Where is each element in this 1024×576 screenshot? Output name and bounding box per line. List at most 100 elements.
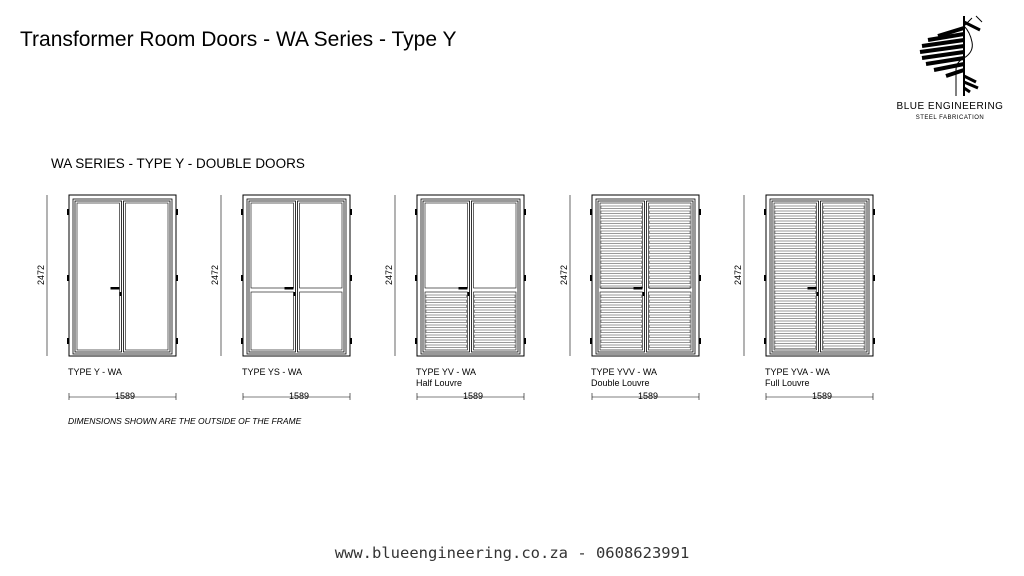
louvre-blade bbox=[774, 310, 816, 314]
louvre-blade bbox=[600, 225, 642, 229]
louvre-blade bbox=[474, 309, 516, 313]
louvre-blade bbox=[425, 299, 467, 303]
upper-panel bbox=[599, 202, 643, 289]
louvre-blade bbox=[649, 299, 691, 303]
upper-panel bbox=[424, 202, 468, 289]
hinge-icon bbox=[350, 209, 352, 215]
louvre-blade bbox=[774, 250, 816, 254]
outer-frame bbox=[416, 194, 525, 357]
door-leaf bbox=[297, 200, 345, 353]
louvre-blade bbox=[600, 319, 642, 323]
louvre-blade bbox=[823, 310, 865, 314]
door-leaf bbox=[820, 200, 868, 353]
louvre-blade bbox=[474, 329, 516, 333]
door-sub-label: Half Louvre bbox=[416, 378, 463, 388]
hinge-icon bbox=[699, 275, 701, 281]
louvre-blade bbox=[774, 340, 816, 344]
door-leaf bbox=[646, 200, 694, 353]
louvre-blade bbox=[600, 270, 642, 274]
outer-frame bbox=[591, 194, 700, 357]
louvre-blade bbox=[823, 240, 865, 244]
louvre-blade bbox=[474, 339, 516, 343]
louvre-blade bbox=[823, 330, 865, 334]
louvre-blade bbox=[474, 334, 516, 338]
page-title: Transformer Room Doors - WA Series - Typ… bbox=[20, 28, 457, 51]
door-leaf bbox=[471, 200, 519, 353]
louvre-blade bbox=[425, 339, 467, 343]
louvre-blade bbox=[600, 304, 642, 308]
louvre-blade bbox=[649, 309, 691, 313]
louvre-blade bbox=[774, 240, 816, 244]
louvre-blade bbox=[425, 294, 467, 298]
lower-panel bbox=[424, 291, 468, 351]
louvre-blade bbox=[823, 320, 865, 324]
hinge-icon bbox=[764, 209, 766, 215]
hinge-icon bbox=[67, 275, 69, 281]
louvre-blade bbox=[649, 314, 691, 318]
outer-frame bbox=[765, 194, 874, 357]
outer-frame bbox=[242, 194, 351, 357]
louvre-blade bbox=[774, 220, 816, 224]
keyhole-icon bbox=[119, 292, 122, 296]
louvre-blade bbox=[649, 255, 691, 259]
hinge-icon bbox=[176, 209, 178, 215]
height-dimension: 2472 bbox=[36, 264, 47, 286]
louvre-blade bbox=[474, 344, 516, 348]
louvre-blade bbox=[823, 205, 865, 209]
door-sub-label: Full Louvre bbox=[765, 378, 810, 388]
louvre-blade bbox=[649, 205, 691, 209]
louvre-blade bbox=[774, 320, 816, 324]
door-drawing-yvv: 2472 TYPE YVV - WA Double Louvre 1589 bbox=[559, 190, 728, 405]
louvre-blade bbox=[474, 324, 516, 328]
louvre-blade bbox=[774, 275, 816, 279]
door-leaf bbox=[771, 200, 819, 353]
louvre-blade bbox=[600, 324, 642, 328]
louvre-blade bbox=[649, 344, 691, 348]
spiral-staircase-icon bbox=[919, 15, 983, 96]
louvre-blade bbox=[649, 270, 691, 274]
height-dimension: 2472 bbox=[559, 264, 570, 286]
louvre-blade bbox=[823, 255, 865, 259]
louvre-blade bbox=[474, 304, 516, 308]
hinge-icon bbox=[67, 209, 69, 215]
hinge-icon bbox=[699, 209, 701, 215]
door-leaf bbox=[597, 200, 645, 353]
louvre-blade bbox=[823, 220, 865, 224]
door-leaf bbox=[123, 200, 171, 353]
louvre-blade bbox=[474, 319, 516, 323]
louvre-blade bbox=[600, 314, 642, 318]
door-leaf bbox=[248, 200, 296, 353]
hinge-icon bbox=[590, 275, 592, 281]
door-type-label: TYPE YVV - WA bbox=[591, 367, 658, 377]
louvre-blade bbox=[823, 275, 865, 279]
louvre-blade bbox=[600, 260, 642, 264]
lower-panel bbox=[648, 291, 692, 351]
door-drawing-yv: 2472 TYPE YV - WA Half Louvre 1589 bbox=[384, 190, 553, 405]
door-elevation-drawing bbox=[743, 194, 875, 400]
upper-panel bbox=[648, 202, 692, 289]
hinge-icon bbox=[67, 338, 69, 344]
louvre-blade bbox=[774, 295, 816, 299]
company-logo: BLUE ENGINEERING STEEL FABRICATION bbox=[880, 12, 1020, 128]
height-dimension: 2472 bbox=[733, 264, 744, 286]
louvre-blade bbox=[823, 225, 865, 229]
louvre-blade bbox=[649, 304, 691, 308]
hinge-icon bbox=[415, 338, 417, 344]
louvre-blade bbox=[823, 265, 865, 269]
louvre-blade bbox=[649, 324, 691, 328]
hinge-icon bbox=[350, 338, 352, 344]
louvre-blade bbox=[774, 230, 816, 234]
louvre-blade bbox=[823, 245, 865, 249]
dimensions-note: DIMENSIONS SHOWN ARE THE OUTSIDE OF THE … bbox=[68, 416, 302, 426]
louvre-blade bbox=[600, 339, 642, 343]
louvre-blade bbox=[425, 314, 467, 318]
louvre-blade bbox=[774, 305, 816, 309]
footer-contact: www.blueengineering.co.za - 0608623991 bbox=[334, 544, 690, 562]
hinge-icon bbox=[415, 209, 417, 215]
door-handle-icon bbox=[110, 287, 120, 290]
door-handle-icon bbox=[284, 287, 294, 290]
louvre-blade bbox=[649, 235, 691, 239]
height-dimension: 2472 bbox=[384, 264, 395, 286]
louvre-blade bbox=[823, 305, 865, 309]
door-panel bbox=[76, 202, 120, 351]
